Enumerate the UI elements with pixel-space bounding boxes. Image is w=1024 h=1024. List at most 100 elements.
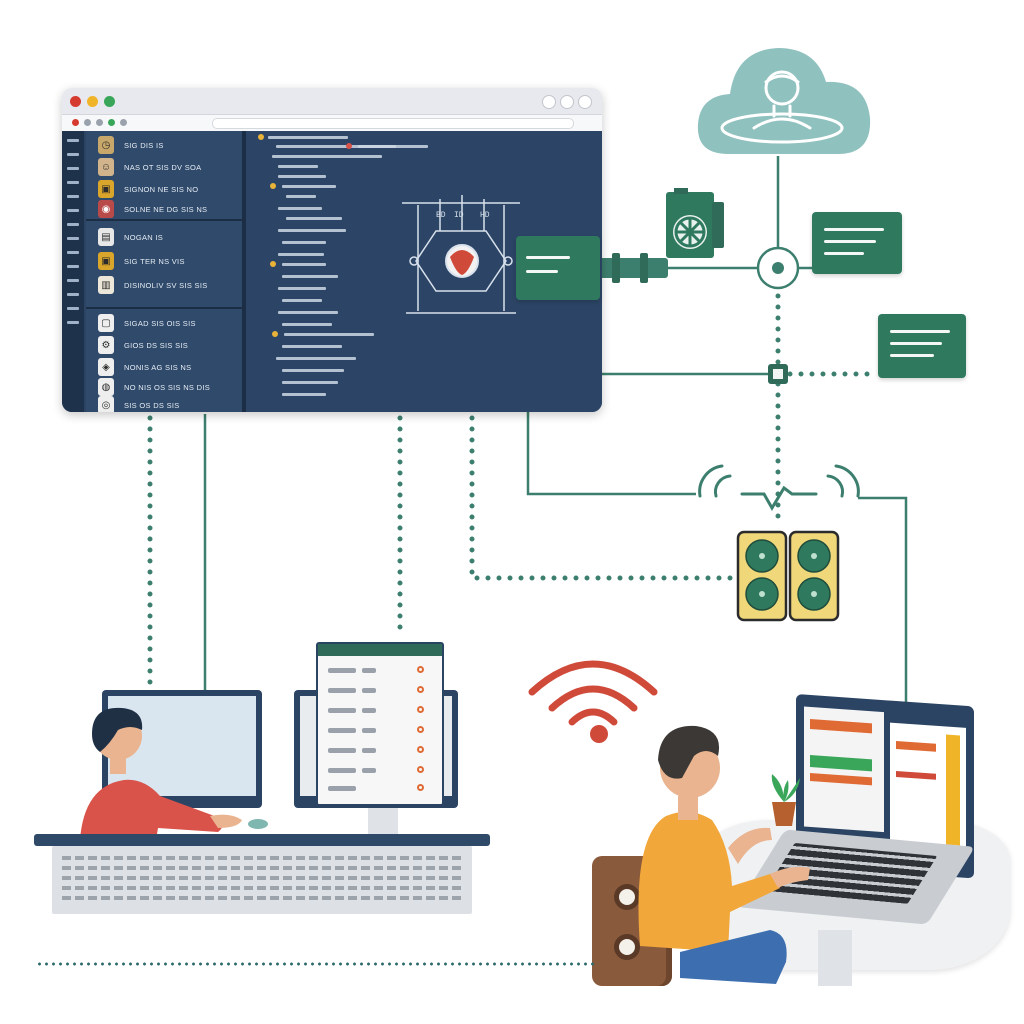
- message-card[interactable]: [878, 314, 966, 378]
- lock-icon: ▥: [98, 276, 114, 294]
- monitor-stand: [368, 804, 398, 836]
- panel-row[interactable]: [328, 688, 356, 693]
- rail-item[interactable]: [67, 153, 79, 156]
- code-line: [282, 369, 344, 372]
- code-marker: [270, 261, 276, 267]
- close-button[interactable]: [70, 96, 81, 107]
- code-line: [278, 207, 322, 210]
- panel-row[interactable]: [362, 748, 376, 753]
- card-line: [890, 330, 950, 333]
- reload-icon[interactable]: [96, 119, 103, 126]
- router-icon: [666, 188, 724, 258]
- rail-item[interactable]: [67, 181, 79, 184]
- rail-item[interactable]: [67, 279, 79, 282]
- status-icon: [417, 686, 424, 693]
- list-item[interactable]: ◈ NONIS AG SIS NS: [94, 357, 238, 379]
- code-line: [358, 145, 428, 148]
- status-icon: [417, 666, 424, 673]
- panel-row[interactable]: [328, 748, 356, 753]
- diagram-label: BD: [436, 211, 446, 220]
- code-line: [278, 253, 324, 256]
- circuit-board-icon: [736, 530, 840, 622]
- card-line: [824, 240, 876, 243]
- list-item[interactable]: ☺ NAS OT SIS DV SOA: [94, 157, 238, 179]
- list-item-label: SIG DIS IS: [124, 141, 164, 150]
- rail-item[interactable]: [67, 209, 79, 212]
- window-control-icon[interactable]: [542, 95, 556, 109]
- bus-connector: [768, 364, 788, 384]
- panel-row[interactable]: [328, 728, 356, 733]
- list-item[interactable]: ◷ SIG DIS IS: [94, 135, 238, 157]
- code-line: [278, 175, 326, 178]
- list-item[interactable]: ◉ SOLNE NE DG SIS NS: [94, 199, 238, 221]
- list-item[interactable]: ⚙ GIOS DS SIS SIS: [94, 335, 238, 357]
- code-line: [276, 357, 356, 360]
- list-item[interactable]: ◎ SIS OS DS SIS: [94, 395, 238, 412]
- minimize-button[interactable]: [87, 96, 98, 107]
- list-item-label: SOLNE NE DG SIS NS: [124, 205, 208, 214]
- back-icon[interactable]: [72, 119, 79, 126]
- code-line: [282, 323, 332, 326]
- code-line: [276, 145, 396, 148]
- list-item-label: SIG TER NS VIS: [124, 257, 185, 266]
- code-line: [278, 229, 346, 232]
- list-item-label: NO NIS OS SIS NS DIS: [124, 383, 211, 392]
- menu-icon[interactable]: [120, 119, 127, 126]
- rail-item[interactable]: [67, 321, 79, 324]
- list-item-label: NONIS AG SIS NS: [124, 363, 192, 372]
- status-icon: [417, 706, 424, 713]
- list-item-label: SIGAD SIS OIS SIS: [124, 319, 196, 328]
- file-list-panel: [316, 642, 444, 806]
- list-item[interactable]: ▣ SIGNON NE SIS NO: [94, 179, 238, 201]
- code-line: [282, 345, 342, 348]
- rail-item[interactable]: [67, 307, 79, 310]
- panel-row[interactable]: [362, 668, 376, 673]
- rail-item[interactable]: [67, 293, 79, 296]
- card-line: [890, 354, 934, 357]
- diagram-label: HD: [480, 211, 490, 220]
- panel-row[interactable]: [328, 668, 356, 673]
- rail-item[interactable]: [67, 195, 79, 198]
- list-item[interactable]: ▥ DISINOLIV SV SIS SIS: [94, 275, 238, 297]
- box-icon: ▣: [98, 252, 114, 270]
- pane-divider[interactable]: [242, 131, 246, 412]
- card-line: [890, 342, 942, 345]
- panel-row[interactable]: [328, 708, 356, 713]
- list-item[interactable]: ▣ SIG TER NS VIS: [94, 251, 238, 273]
- rail-item[interactable]: [67, 139, 79, 142]
- panel-row[interactable]: [362, 768, 376, 773]
- rail-item[interactable]: [67, 237, 79, 240]
- list-item[interactable]: ▢ SIGAD SIS OIS SIS: [94, 313, 238, 335]
- code-line: [278, 311, 338, 314]
- list-item[interactable]: ▤ NOGAN IS: [94, 227, 238, 249]
- message-card[interactable]: [812, 212, 902, 274]
- tag-icon: ◍: [98, 378, 114, 396]
- list-item-label: SIS OS DS SIS: [124, 401, 180, 410]
- panel-row[interactable]: [362, 728, 376, 733]
- plant-icon: [771, 774, 800, 826]
- forward-icon[interactable]: [84, 119, 91, 126]
- code-line: [278, 165, 318, 168]
- code-line: [278, 287, 326, 290]
- panel-row[interactable]: [362, 708, 376, 713]
- rail-item[interactable]: [67, 265, 79, 268]
- maximize-button[interactable]: [104, 96, 115, 107]
- laptop-bar: [946, 734, 960, 846]
- rail-item[interactable]: [67, 167, 79, 170]
- rail-item[interactable]: [67, 251, 79, 254]
- keyboard-icon[interactable]: [52, 846, 472, 914]
- window-control-icon[interactable]: [560, 95, 574, 109]
- key-row: [62, 896, 462, 900]
- rail-item[interactable]: [67, 223, 79, 226]
- panel-row[interactable]: [362, 688, 376, 693]
- panel-row[interactable]: [328, 768, 356, 773]
- list-item-label: SIGNON NE SIS NO: [124, 185, 199, 194]
- status-card[interactable]: [516, 236, 600, 300]
- home-icon[interactable]: [108, 119, 115, 126]
- address-bar[interactable]: [212, 118, 574, 129]
- list-item[interactable]: ◍ NO NIS OS SIS NS DIS: [94, 377, 238, 399]
- window-control-icon[interactable]: [578, 95, 592, 109]
- panel-row[interactable]: [328, 786, 356, 791]
